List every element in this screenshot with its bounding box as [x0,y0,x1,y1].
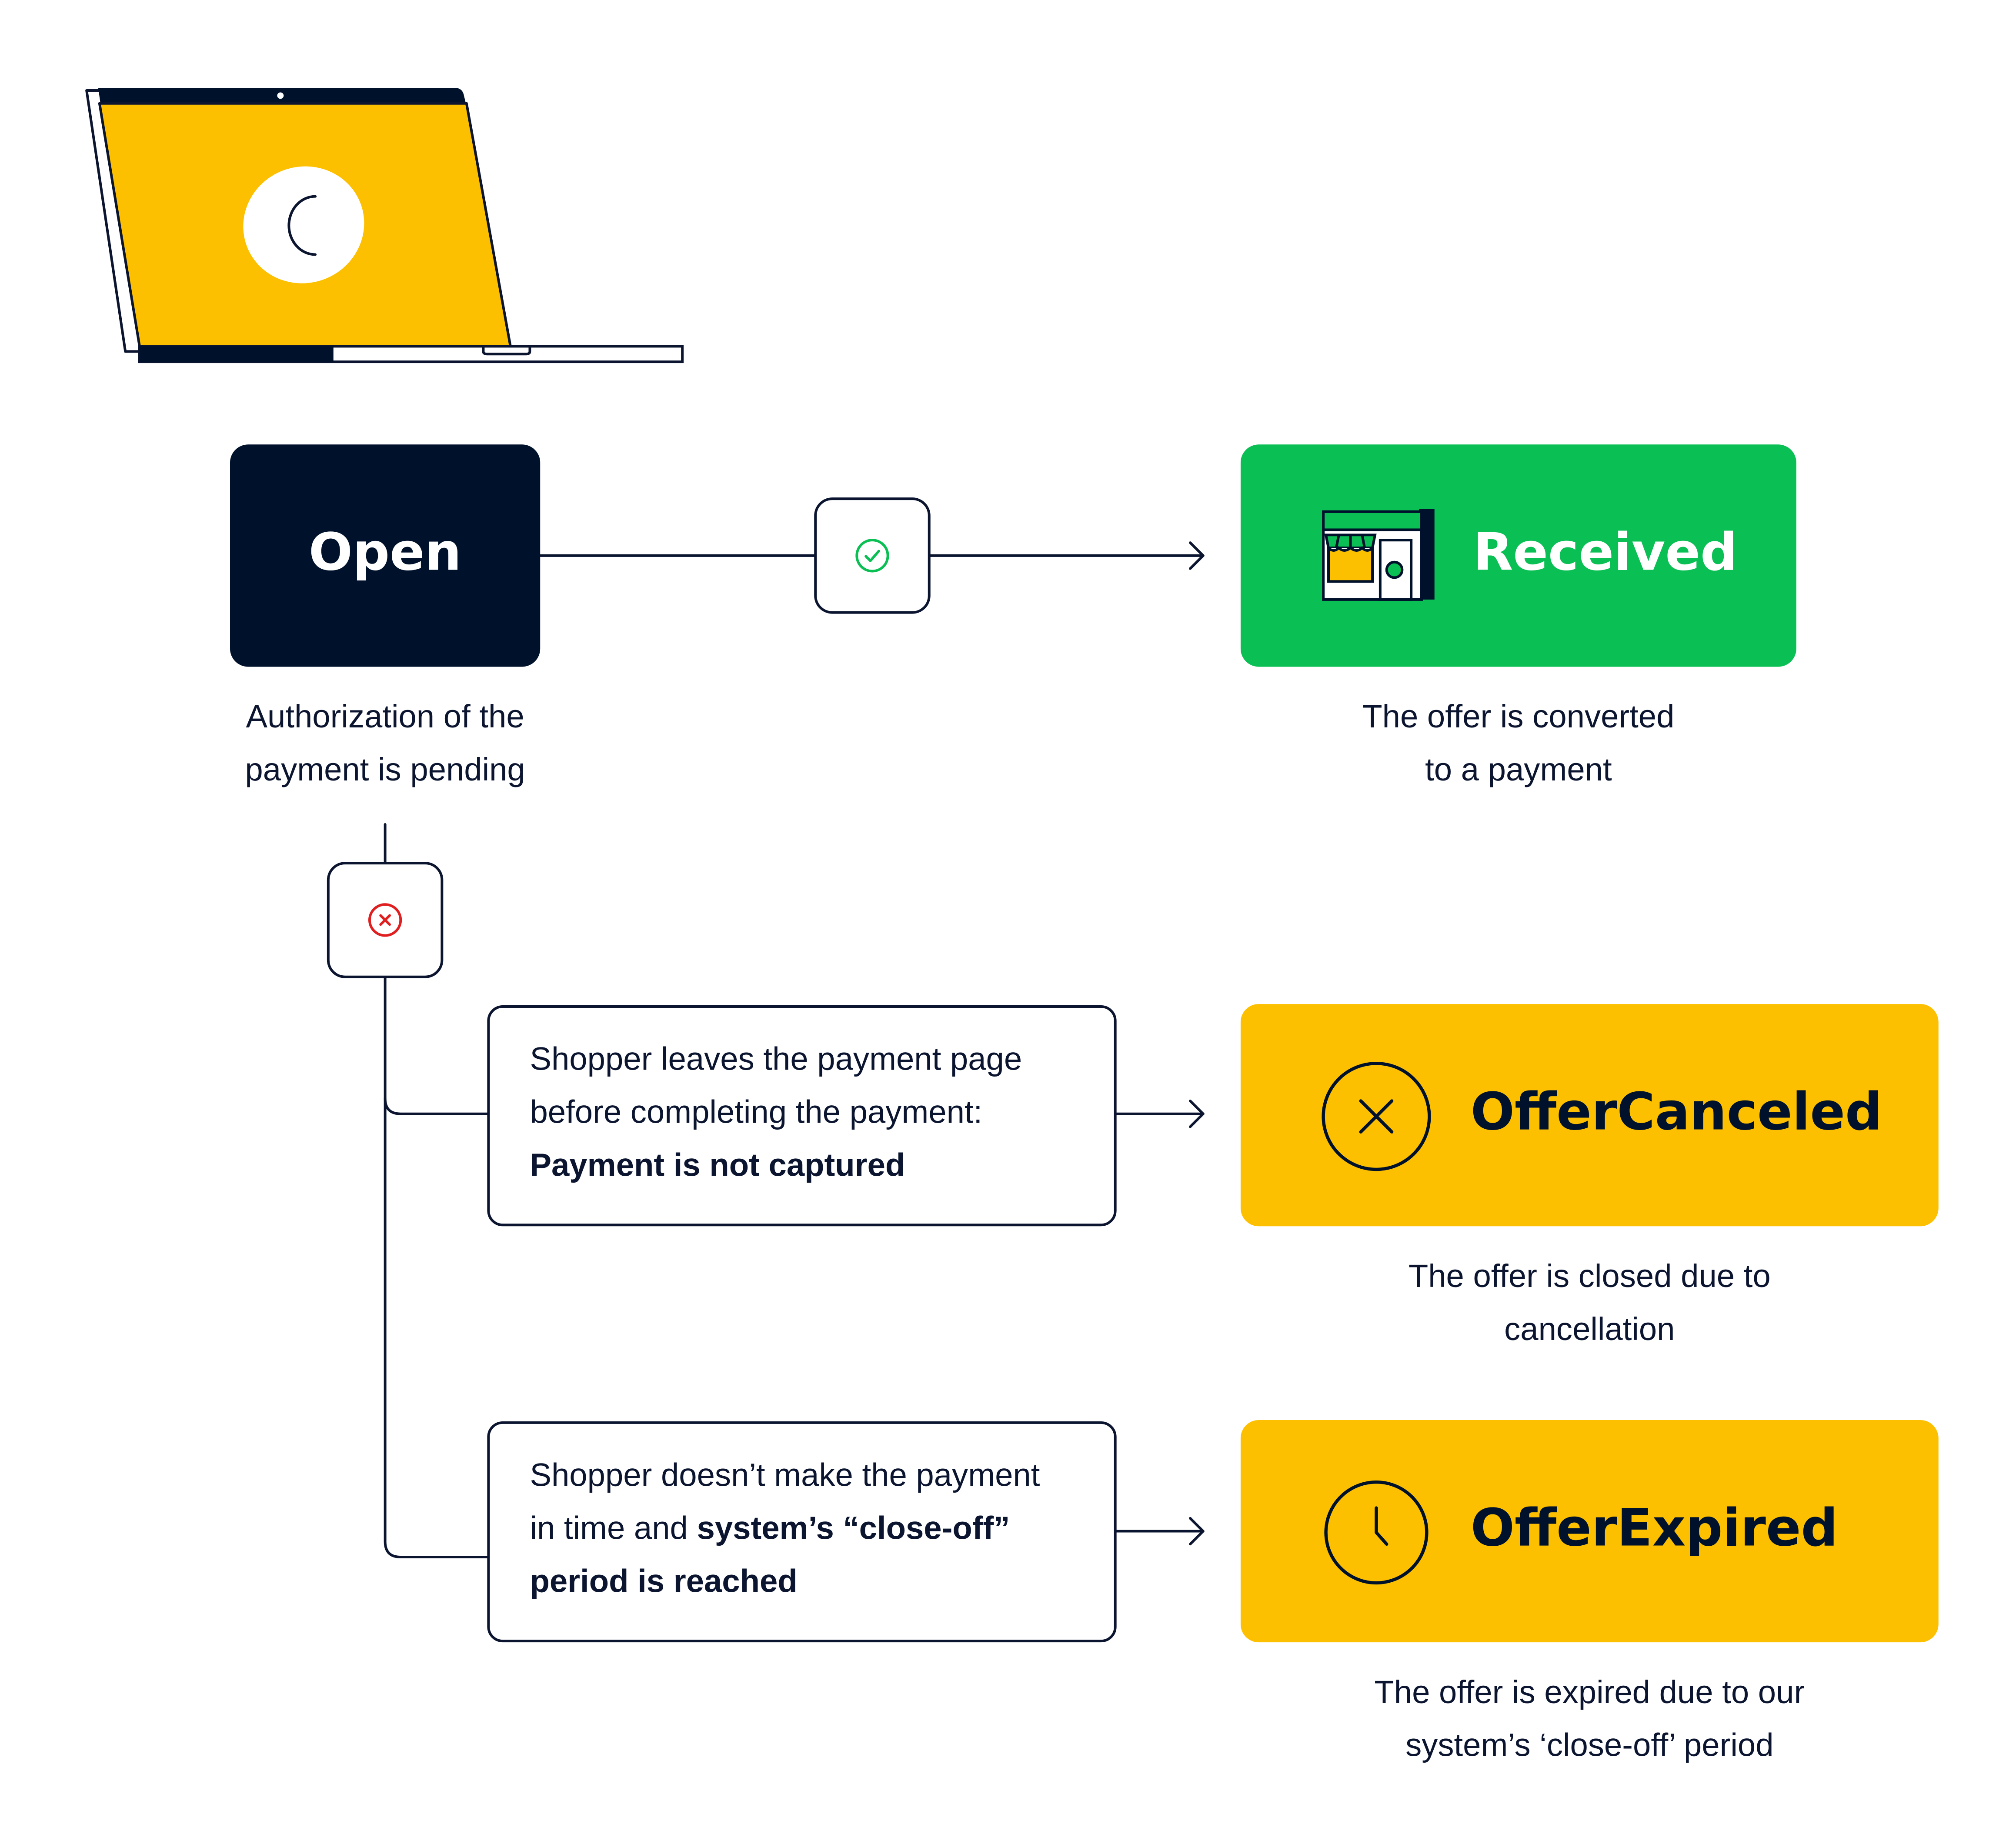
state-offer-expired-label: OfferExpired [1470,1499,1838,1558]
trigger-cancel: Shopper leaves the payment page before c… [487,1005,1117,1227]
success-transition-badge [814,497,931,614]
state-open: Open [230,444,541,667]
trigger-expire-line2-plain: in time and [530,1511,697,1547]
state-received: Received [1240,444,1796,667]
trigger-expire-line2-bold: system’s “close-off” [697,1511,1010,1547]
x-circle-icon [368,903,402,937]
check-circle-icon [855,539,889,573]
storefront-icon [1322,509,1435,601]
arrowhead-expired [1189,1517,1205,1546]
connector-branch-cancel [384,1097,490,1115]
connector-branch-main [384,975,490,1558]
state-received-caption: The offer is converted to a payment [1362,699,1675,788]
state-open-label: Open [308,523,462,583]
trigger-expire-line3: period is reached [530,1563,798,1600]
clock-icon [1324,1480,1429,1585]
state-offer-expired: OfferExpired [1240,1420,1939,1643]
state-offer-canceled-caption: The offer is closed due to cancellation [1408,1258,1771,1348]
laptop-icon [85,88,684,363]
trigger-cancel-line1: Shopper leaves the payment page [530,1041,1022,1078]
x-circle-large-icon [1322,1062,1431,1171]
arrowhead-canceled [1189,1100,1205,1128]
state-offer-canceled-label: OfferCanceled [1470,1083,1882,1143]
adyen-c-logo-icon [243,166,364,283]
state-open-caption: Authorization of the payment is pending [245,699,525,788]
trigger-expire-line1: Shopper doesn’t make the payment [530,1457,1040,1494]
trigger-cancel-line2: before completing the payment: [530,1094,983,1131]
state-received-label: Received [1473,523,1738,583]
state-offer-expired-caption: The offer is expired due to our system’s… [1374,1674,1805,1764]
trigger-cancel-line3: Payment is not captured [530,1147,905,1184]
trigger-expire: Shopper doesn’t make the payment in time… [487,1421,1117,1643]
arrowhead-received [1189,541,1205,570]
state-offer-canceled: OfferCanceled [1240,1004,1939,1227]
failure-transition-badge [327,862,444,978]
